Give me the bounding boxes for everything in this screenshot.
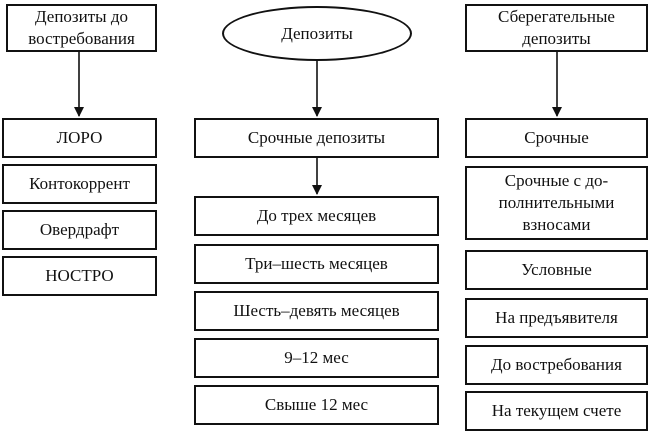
center-item-3: 9–12 мес xyxy=(194,338,439,378)
center-item-0: До трех месяцев xyxy=(194,196,439,236)
left-header-box: Депозиты до востребования xyxy=(6,4,157,52)
left-item-loro: ЛОРО xyxy=(2,118,157,158)
right-item-3: На предъявителя xyxy=(465,298,648,338)
right-item-1: Срочные с до- полнительными взносами xyxy=(465,166,648,240)
right-item-2: Условные xyxy=(465,250,648,290)
center-item-4: Свыше 12 мес xyxy=(194,385,439,425)
center-item-1: Три–шесть месяцев xyxy=(194,244,439,284)
left-item-kontokorrent: Контокоррент xyxy=(2,164,157,204)
left-item-nostro: НОСТРО xyxy=(2,256,157,296)
right-item-4: До востребования xyxy=(465,345,648,385)
center-item-2: Шесть–девять месяцев xyxy=(194,291,439,331)
center-sub-box: Срочные депозиты xyxy=(194,118,439,158)
center-header-ellipse: Депозиты xyxy=(222,6,412,61)
right-item-0: Срочные xyxy=(465,118,648,158)
right-header-box: Сберегательные депозиты xyxy=(465,4,648,52)
right-item-5: На текущем счете xyxy=(465,391,648,431)
left-item-overdraft: Овердрафт xyxy=(2,210,157,250)
